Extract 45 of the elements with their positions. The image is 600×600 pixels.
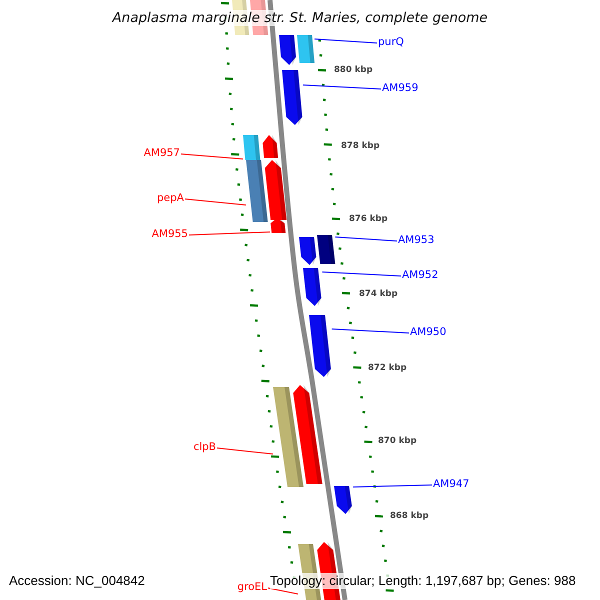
leader-line	[268, 588, 298, 594]
tick-label: 868 kbp	[390, 511, 429, 521]
genome-info-text: Topology: circular; Length: 1,197,687 bp; Genes: 988	[270, 573, 576, 589]
gene-label: AM947	[433, 478, 470, 490]
gene-feature	[334, 486, 354, 514]
tick-label: 874 kbp	[359, 289, 398, 299]
leader-line	[352, 484, 432, 488]
gene-label: AM955	[152, 228, 188, 240]
gene-label: AM952	[402, 269, 438, 281]
leader-line	[334, 236, 398, 242]
leader-line	[314, 38, 378, 44]
gene-label: AM959	[382, 82, 418, 94]
gene-label: groEL	[237, 581, 267, 593]
gene-label: AM957	[144, 147, 180, 159]
gene-label: clpB	[193, 441, 216, 453]
gene-feature	[270, 218, 286, 233]
gene-block	[243, 135, 260, 160]
gene-feature	[262, 135, 278, 158]
tick-label: 878 kbp	[341, 141, 380, 151]
leader-line	[180, 154, 244, 160]
gene-label: purQ	[378, 36, 404, 48]
gene-feature	[309, 315, 332, 377]
gene-block	[297, 35, 315, 63]
tick-label: 872 kbp	[368, 363, 407, 373]
gene-feature	[303, 268, 322, 306]
gene-label: AM953	[398, 234, 434, 246]
gene-label: AM950	[410, 326, 446, 338]
leader-line	[331, 328, 410, 334]
gene-feature	[292, 385, 322, 484]
gene-block	[317, 235, 336, 264]
gene-block	[273, 387, 304, 487]
tick-label: 876 kbp	[349, 214, 388, 224]
leader-line	[302, 84, 382, 90]
accession-text: Accession: NC_004842	[9, 573, 145, 589]
leader-line	[184, 198, 246, 206]
gene-feature	[279, 35, 297, 65]
tick-label: 870 kbp	[378, 436, 417, 446]
gene-label: pepA	[157, 192, 184, 204]
gene-feature	[282, 70, 303, 125]
leader-line	[188, 232, 270, 236]
leader-line	[216, 448, 274, 454]
tick-label: 880 kbp	[334, 65, 373, 75]
gene-feature	[299, 237, 318, 265]
gene-block	[246, 160, 268, 222]
leader-line	[322, 272, 402, 276]
